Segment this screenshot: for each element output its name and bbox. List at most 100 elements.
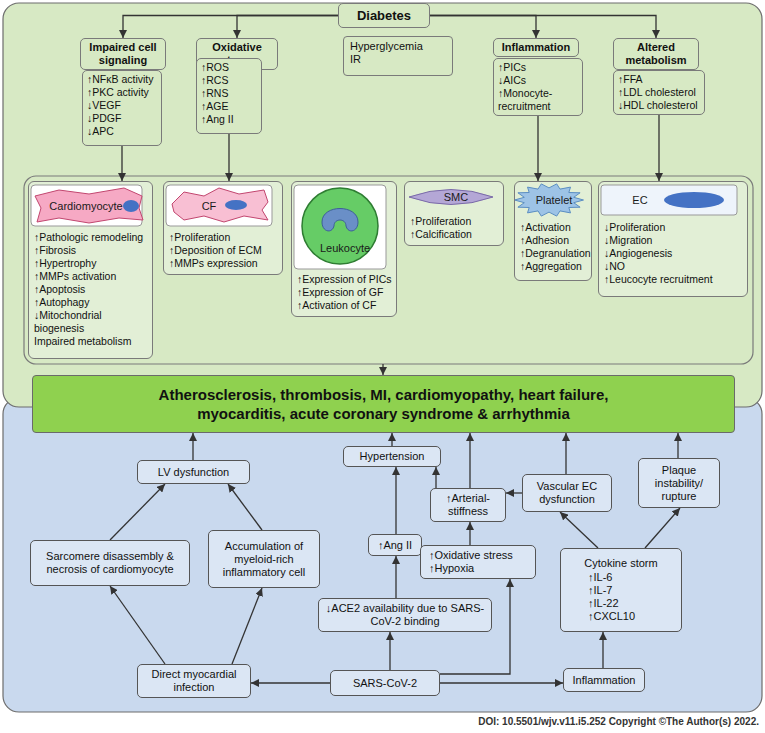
- box-text: Vascular EC dysfunction: [528, 480, 606, 506]
- arrow-connector: [110, 484, 165, 540]
- cell-illustration: [292, 182, 396, 270]
- box-text: ↑CXCL10: [566, 610, 676, 623]
- box-text: ↓PDGF: [87, 112, 157, 125]
- box-text: Inflammation: [497, 41, 575, 54]
- cell-box: Cardiomyocyte↑Pathologic remodeling↑Fibr…: [28, 181, 153, 359]
- cell-box: CF↑Proliferation↑Deposition of ECM↑MMPs …: [163, 181, 283, 275]
- box-text: ↑PICs: [498, 61, 578, 74]
- arrow-connector: [232, 588, 262, 664]
- box-text: ↓Proliferation: [604, 221, 743, 234]
- arrow-connector: [435, 467, 436, 488]
- box-text: ↓NO: [604, 260, 743, 273]
- box-text: ↑LDL cholesterol: [618, 86, 700, 99]
- box-text: Accumulation of myeloid-rich inflammator…: [214, 540, 314, 579]
- process-box: Sarcomere disassembly & necrosis of card…: [30, 540, 190, 586]
- box-text: ↓Mitochondrial biogenesis: [34, 309, 148, 335]
- arrow-connector: [395, 556, 396, 598]
- cell-illustration: [599, 182, 747, 218]
- box-text: ↑ROS: [201, 61, 257, 74]
- arrow-connector: [391, 433, 392, 446]
- arrow-connector: [565, 433, 566, 474]
- process-box: Inflammation: [493, 38, 579, 57]
- box-text: ↑Expression of GF: [297, 286, 392, 299]
- arrow-connector: [228, 134, 229, 181]
- arrow-connector: [192, 433, 193, 460]
- container-arrow: [382, 364, 383, 375]
- arrow-connector: [237, 16, 338, 39]
- box-text: Plaque instability/ rupture: [644, 464, 714, 503]
- cell-box: SMC↑Proliferation↑Calcification: [404, 181, 504, 246]
- box-text: ↑MMPs activation: [34, 270, 148, 283]
- arrow-connector: [469, 522, 470, 545]
- arrow-connector: [110, 586, 165, 664]
- process-box: Accumulation of myeloid-rich inflammator…: [208, 530, 320, 588]
- box-text: Hyperglycemia: [350, 40, 446, 53]
- box-text: ↑Fibrosis: [34, 244, 148, 257]
- process-box: ↑Ang II: [368, 534, 422, 556]
- process-box: Vascular EC dysfunction: [522, 474, 612, 512]
- cell-label: SMC: [444, 191, 468, 204]
- arrow-connector: [430, 16, 536, 39]
- box-text: Atherosclerosis, thrombosis, MI, cardiom…: [123, 385, 644, 423]
- box-text: ↑PKC activity: [87, 86, 157, 99]
- process-box: Diabetes: [338, 3, 430, 28]
- outcome-band: Atherosclerosis, thrombosis, MI, cardiom…: [32, 375, 735, 433]
- box-text: ↑Adhesion: [520, 234, 587, 247]
- cell-box: Leukocyte↑Expression of PICs↑Expression …: [291, 181, 397, 317]
- process-box: Altered metabolism: [613, 38, 699, 70]
- arrow-connector: [658, 115, 659, 181]
- box-text: LV dysfunction: [143, 466, 244, 479]
- box-text: ↓APC: [87, 125, 157, 138]
- box-text: ↓ACE2 availability due to SARS-CoV-2 bin…: [324, 602, 486, 628]
- cell-container: [24, 176, 753, 364]
- box-text: ↑Arterial-stiffness: [436, 492, 500, 518]
- box-text: Sarcomere disassembly & necrosis of card…: [36, 550, 184, 576]
- box-text: ↑Activation of CF: [297, 299, 392, 312]
- box-text: ↑Apoptosis: [34, 283, 148, 296]
- process-box: Impaired cell signaling: [80, 38, 166, 70]
- box-text: ↑Monocyte-recruitment: [498, 87, 578, 113]
- box-text: SARS-CoV-2: [336, 677, 434, 690]
- arrow-connector: [123, 16, 338, 39]
- arrow-connector: [395, 467, 396, 534]
- process-box: HyperglycemiaIR: [343, 36, 453, 76]
- cell-box: EC↓Proliferation↓Migration↓Angiogenesis↓…: [598, 181, 748, 297]
- box-text: ↑Autophagy: [34, 296, 148, 309]
- box-text: ↑Ang II: [374, 539, 416, 552]
- process-box: Inflammation: [563, 668, 645, 692]
- cell-label: EC: [632, 194, 647, 207]
- box-text: ↑IL-7: [566, 584, 676, 597]
- box-text: Altered metabolism: [617, 41, 695, 67]
- box-text: ↓Angiogenesis: [604, 247, 743, 260]
- process-box: ↑Arterial-stiffness: [430, 488, 506, 522]
- arrow-connector: [602, 632, 603, 668]
- box-text: Inflammation: [569, 674, 639, 687]
- arrow-connector: [645, 508, 680, 548]
- box-text: ↑NFκB activity: [87, 73, 157, 86]
- box-text: ↑IL-6: [566, 571, 676, 584]
- arrow-connector: [440, 682, 563, 683]
- process-box: ↑FFA↑LDL cholesterol↓HDL cholesterol: [613, 70, 705, 115]
- arrow-connector: [469, 433, 470, 488]
- box-text: ↑Aggregation: [520, 260, 587, 273]
- box-text: Cytokine storm: [566, 557, 676, 570]
- box-text: ↑RNS: [201, 87, 257, 100]
- box-text: ↑Degranulation: [520, 247, 587, 260]
- box-text: ↑FFA: [618, 73, 700, 86]
- box-text: ↑Proliferation: [169, 231, 278, 244]
- arrow-connector: [251, 682, 330, 683]
- diabetes-panel: [3, 3, 762, 407]
- box-text: ↑Pathologic remodeling: [34, 231, 148, 244]
- box-text: IR: [350, 53, 446, 66]
- arrow-connector: [389, 632, 390, 670]
- box-text: ↑Ang II: [201, 113, 257, 126]
- cell-illustration: [164, 182, 282, 228]
- covid-panel: [3, 398, 762, 712]
- box-text: ↑Expression of PICs: [297, 273, 392, 286]
- arrow-connector: [677, 433, 678, 458]
- process-box: Hypertension: [343, 446, 441, 467]
- box-text: ↓VEGF: [87, 99, 157, 112]
- box-text: ↑Hypoxia: [429, 562, 530, 575]
- box-text: ↑Leucocyte recruitment: [604, 273, 743, 286]
